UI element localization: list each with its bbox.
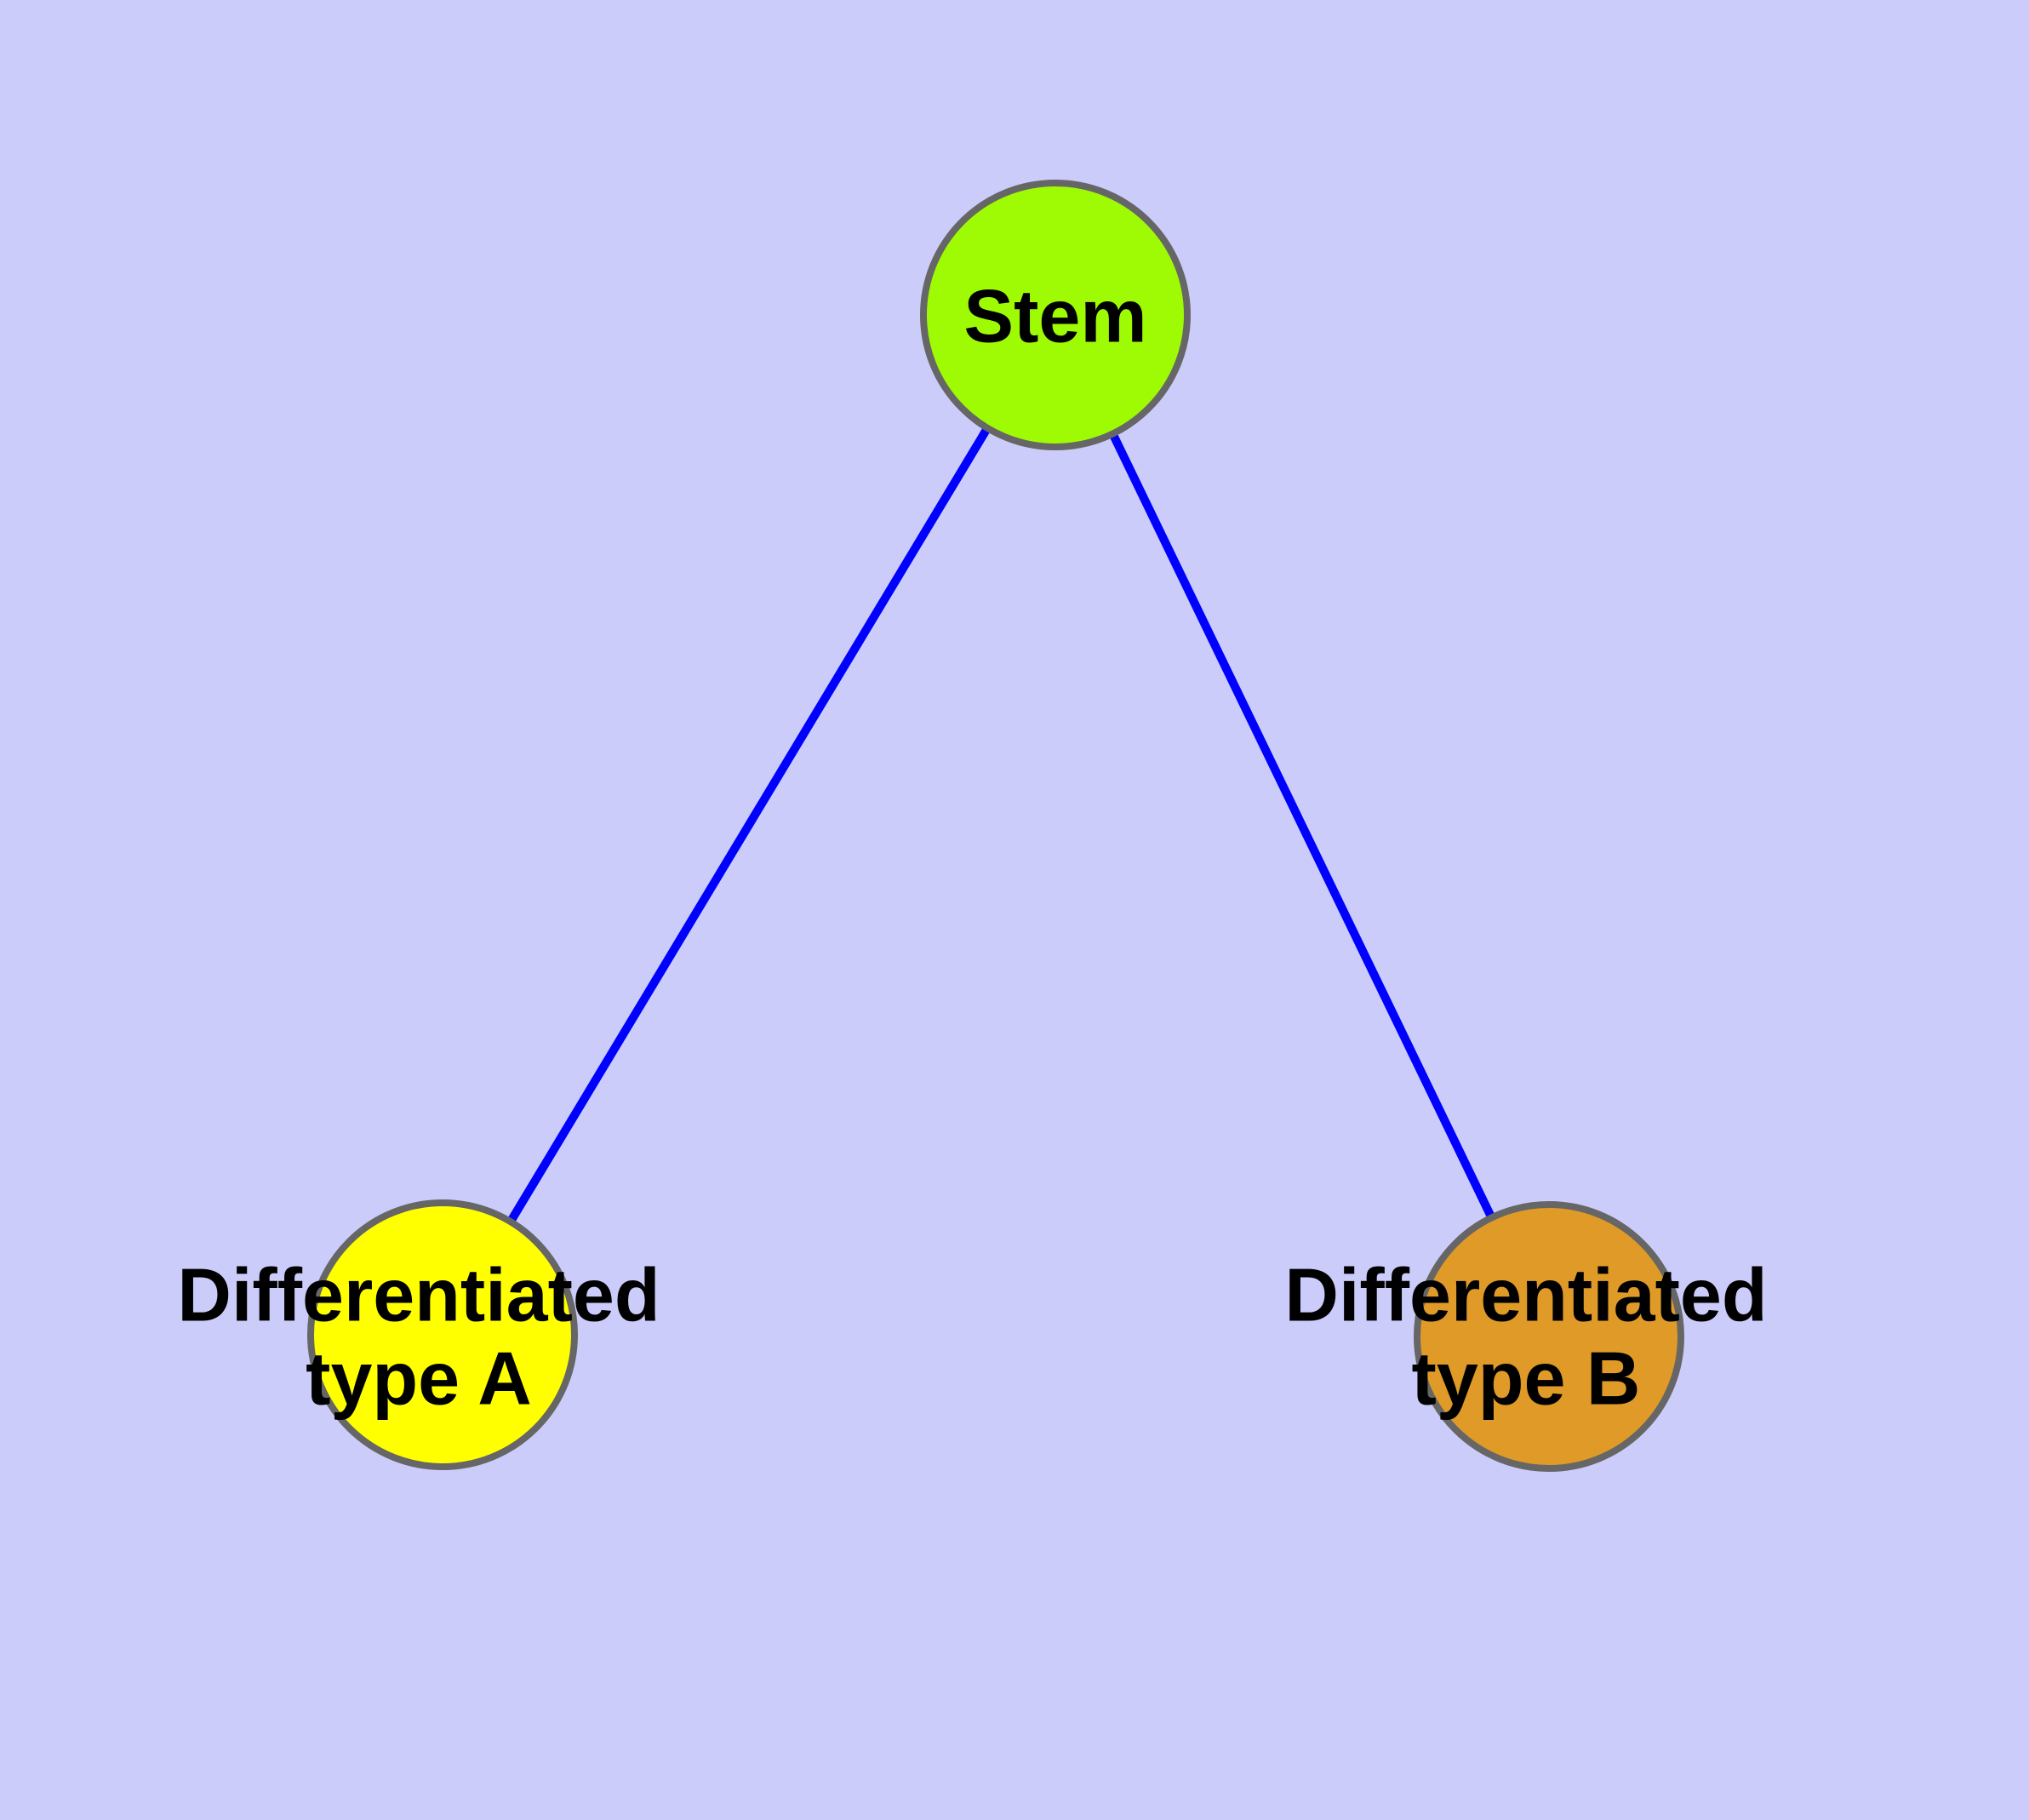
node-stem[interactable] bbox=[920, 180, 1191, 450]
edge-stem-to-differentiated-b[interactable] bbox=[1051, 312, 1553, 1339]
node-differentiated-b[interactable] bbox=[1414, 1201, 1684, 1472]
node-stem-label: Stem bbox=[963, 273, 1146, 358]
node-differentiated-a-label-line2: type A bbox=[306, 1336, 532, 1420]
edge-stem-to-differentiated-a[interactable] bbox=[438, 312, 1060, 1337]
node-layer bbox=[307, 180, 1684, 1472]
edge-layer bbox=[438, 312, 1553, 1339]
node-differentiated-a-circle[interactable] bbox=[307, 1199, 578, 1470]
node-differentiated-a-label-line1: Differentiated bbox=[177, 1252, 660, 1336]
node-stem-circle[interactable] bbox=[920, 180, 1191, 450]
node-differentiated-b-circle[interactable] bbox=[1414, 1201, 1684, 1472]
node-differentiated-a[interactable] bbox=[307, 1199, 578, 1470]
node-differentiated-b-label-line2: type B bbox=[1412, 1336, 1641, 1420]
node-differentiated-b-label-line1: Differentiated bbox=[1284, 1252, 1767, 1336]
label-layer: Stem Differentiated type A Differentiate… bbox=[177, 273, 1767, 1420]
